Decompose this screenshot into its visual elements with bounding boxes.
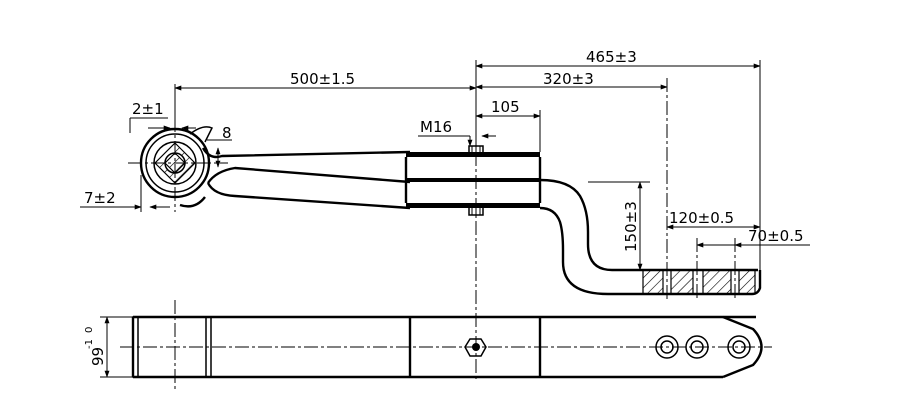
spring-eye bbox=[128, 118, 228, 212]
dim-hole-spacing-a: 120±0.5 bbox=[669, 209, 734, 227]
side-view bbox=[128, 60, 762, 380]
dim-leaf-thickness: 8 bbox=[222, 124, 232, 142]
dim-drop-height: 150±3 bbox=[622, 201, 640, 252]
dim-overall-right: 465±3 bbox=[586, 48, 637, 66]
dim-clamp-offset: 105 bbox=[491, 98, 520, 116]
bracket-section bbox=[642, 78, 756, 300]
clamp-plates bbox=[404, 60, 542, 380]
main-leaf bbox=[179, 147, 411, 210]
top-view bbox=[120, 300, 772, 390]
dim-bolt-size: M16 bbox=[420, 118, 452, 136]
dim-eye-offset: 7±2 bbox=[84, 189, 116, 207]
dim-right-section: 320±3 bbox=[543, 70, 594, 88]
dimension-labels: 465±3 320±3 500±1.5 105 M16 2±1 8 7±2 15… bbox=[84, 48, 804, 366]
dimension-lines bbox=[80, 60, 810, 378]
mounting-holes bbox=[655, 335, 751, 359]
dim-eye-to-center: 500±1.5 bbox=[290, 70, 355, 88]
center-bolt-nut bbox=[464, 338, 487, 357]
dim-width-value: 99 bbox=[89, 347, 107, 366]
dim-width-tol-lower: -1 bbox=[84, 339, 95, 349]
dim-hole-spacing-b: 70±0.5 bbox=[748, 227, 804, 245]
dim-eye-gap: 2±1 bbox=[132, 100, 164, 118]
dim-width-tol-upper: 0 bbox=[84, 327, 95, 333]
